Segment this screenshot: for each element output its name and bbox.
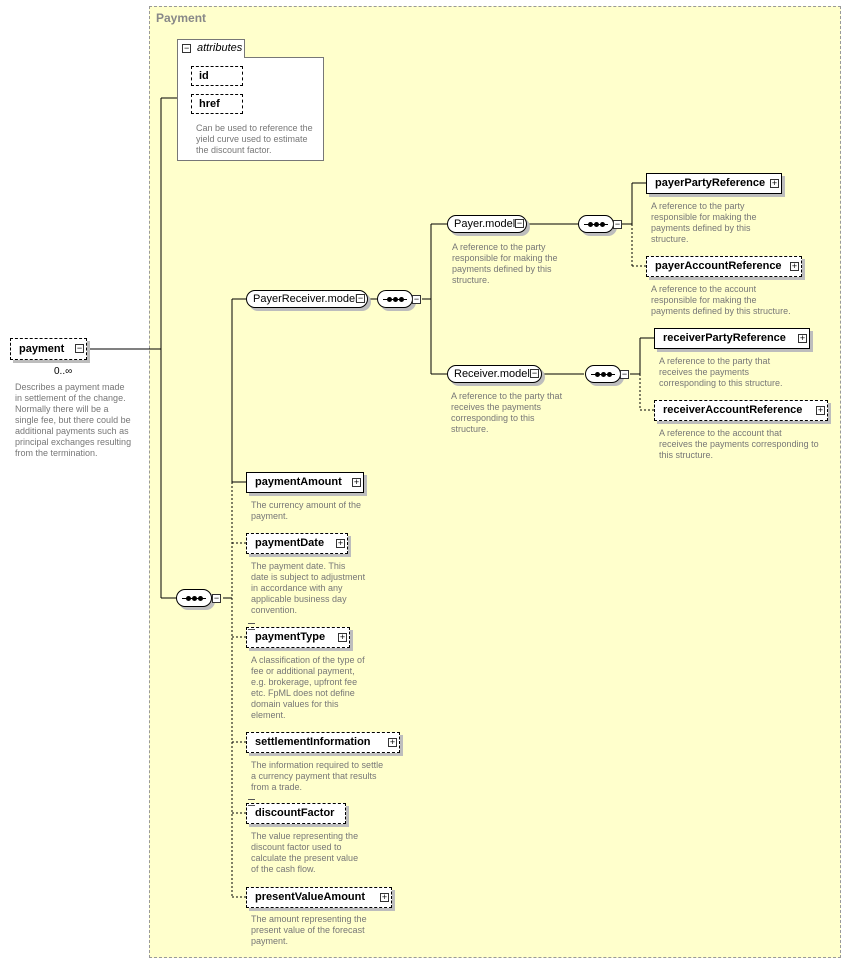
attributes-tab-label: attributes xyxy=(197,42,243,54)
attribute-href[interactable]: href xyxy=(191,94,243,114)
present-value-amount-element[interactable]: presentValueAmount + xyxy=(246,887,392,908)
payer-model-description: A reference to the party responsible for… xyxy=(452,242,558,285)
attributes-description: Can be used to reference the yield curve… xyxy=(196,123,313,155)
sequence-compositor-icon xyxy=(176,589,212,607)
expand-icon[interactable]: + xyxy=(798,333,807,343)
payment-amount-element[interactable]: paymentAmount + xyxy=(246,472,364,493)
expand-icon[interactable]: + xyxy=(336,538,345,548)
expand-icon[interactable]: + xyxy=(816,405,825,415)
sequence-compositor-icon xyxy=(377,290,413,308)
expand-icon[interactable]: + xyxy=(388,737,397,747)
payment-type-element[interactable]: paymentType + xyxy=(246,623,350,648)
collapse-icon[interactable]: − xyxy=(356,293,365,303)
settlement-information-element[interactable]: settlementInformation + xyxy=(246,732,400,753)
collapse-icon[interactable]: − xyxy=(613,219,622,229)
receiver-account-reference-description: A reference to the account that receives… xyxy=(659,428,819,460)
receiver-party-reference-description: A reference to the party that receives t… xyxy=(659,356,783,388)
discount-factor-description: The value representing the discount fact… xyxy=(251,831,359,874)
payment-type-description: A classification of the type of fee or a… xyxy=(251,655,365,720)
settlement-information-description: The information required to settle a cur… xyxy=(251,760,384,792)
collapse-icon[interactable]: − xyxy=(182,43,191,53)
receiver-account-reference-element[interactable]: receiverAccountReference + xyxy=(654,400,828,421)
collapse-icon[interactable]: − xyxy=(75,343,84,353)
collapse-icon[interactable]: − xyxy=(620,369,629,379)
expand-icon[interactable]: + xyxy=(790,261,799,271)
sequence-compositor-icon xyxy=(578,215,614,233)
receiver-party-reference-element[interactable]: receiverPartyReference + xyxy=(654,328,810,349)
simple-content-icon xyxy=(248,799,255,806)
attributes-tab[interactable]: − attributes xyxy=(177,39,245,58)
discount-factor-element[interactable]: discountFactor xyxy=(246,799,346,824)
payment-date-description: The payment date. This date is subject t… xyxy=(251,561,366,615)
receiver-model-description: A reference to the party that receives t… xyxy=(451,391,563,434)
present-value-amount-description: The amount representing the present valu… xyxy=(251,914,367,946)
payer-party-reference-element[interactable]: payerPartyReference + xyxy=(646,173,782,194)
payment-label: payment xyxy=(19,343,65,355)
collapse-icon[interactable]: − xyxy=(515,218,524,228)
payer-account-reference-description: A reference to the account responsible f… xyxy=(651,284,791,316)
expand-icon[interactable]: + xyxy=(338,632,347,642)
attribute-id[interactable]: id xyxy=(191,66,243,86)
expand-icon[interactable]: + xyxy=(352,477,361,487)
sequence-compositor-icon xyxy=(585,365,621,383)
payment-description: Describes a payment made in settlement o… xyxy=(15,382,132,458)
collapse-icon[interactable]: − xyxy=(412,294,421,304)
payment-date-element[interactable]: paymentDate + xyxy=(246,533,348,554)
simple-content-icon xyxy=(248,623,255,630)
payer-receiver-model-group[interactable]: PayerReceiver.model − xyxy=(246,290,368,308)
payment-element[interactable]: payment − xyxy=(10,338,87,360)
group-title: Payment xyxy=(156,11,207,25)
payer-party-reference-description: A reference to the party responsible for… xyxy=(651,201,757,244)
receiver-model-group[interactable]: Receiver.model − xyxy=(447,365,542,383)
payer-model-group[interactable]: Payer.model − xyxy=(447,215,527,233)
payment-amount-description: The currency amount of the payment. xyxy=(251,500,362,521)
payer-account-reference-element[interactable]: payerAccountReference + xyxy=(646,256,802,277)
expand-icon[interactable]: + xyxy=(770,178,779,188)
expand-icon[interactable]: + xyxy=(380,892,389,902)
collapse-icon[interactable]: − xyxy=(212,593,221,603)
collapse-icon[interactable]: − xyxy=(530,368,539,378)
payment-cardinality: 0..∞ xyxy=(54,366,73,377)
